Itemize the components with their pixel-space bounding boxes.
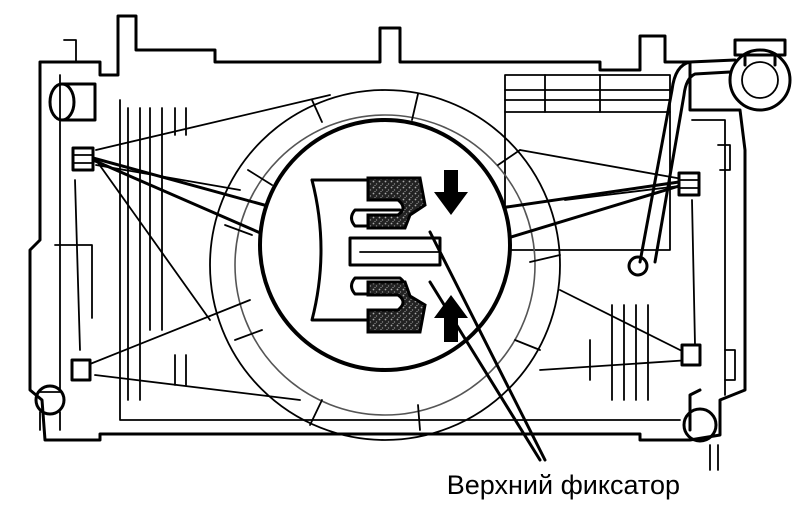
magnified-detail bbox=[258, 118, 512, 372]
support-struts bbox=[74, 94, 696, 401]
coolant-reservoir bbox=[504, 74, 671, 251]
radiator-frame bbox=[28, 14, 747, 442]
left-cylinder bbox=[48, 82, 97, 122]
overflow-hose bbox=[627, 58, 737, 277]
radiator-fins-right bbox=[589, 304, 649, 401]
label-leader bbox=[428, 230, 547, 462]
clip-upper-right bbox=[677, 171, 701, 197]
fan-shroud-ribs bbox=[224, 93, 561, 431]
upper-latch-label: Верхний фиксатор bbox=[446, 470, 680, 500]
fan-shroud bbox=[209, 89, 561, 441]
right-hook bbox=[717, 144, 736, 381]
lower-right-plug bbox=[682, 388, 719, 471]
clip-lower-right bbox=[680, 343, 702, 367]
radiator-cap bbox=[728, 38, 792, 112]
radiator-fins-left bbox=[127, 107, 187, 401]
clip-lower-left bbox=[70, 358, 92, 382]
clip-upper-left bbox=[71, 146, 95, 172]
callout-pointers bbox=[91, 156, 681, 240]
lower-left-plug bbox=[34, 384, 66, 431]
